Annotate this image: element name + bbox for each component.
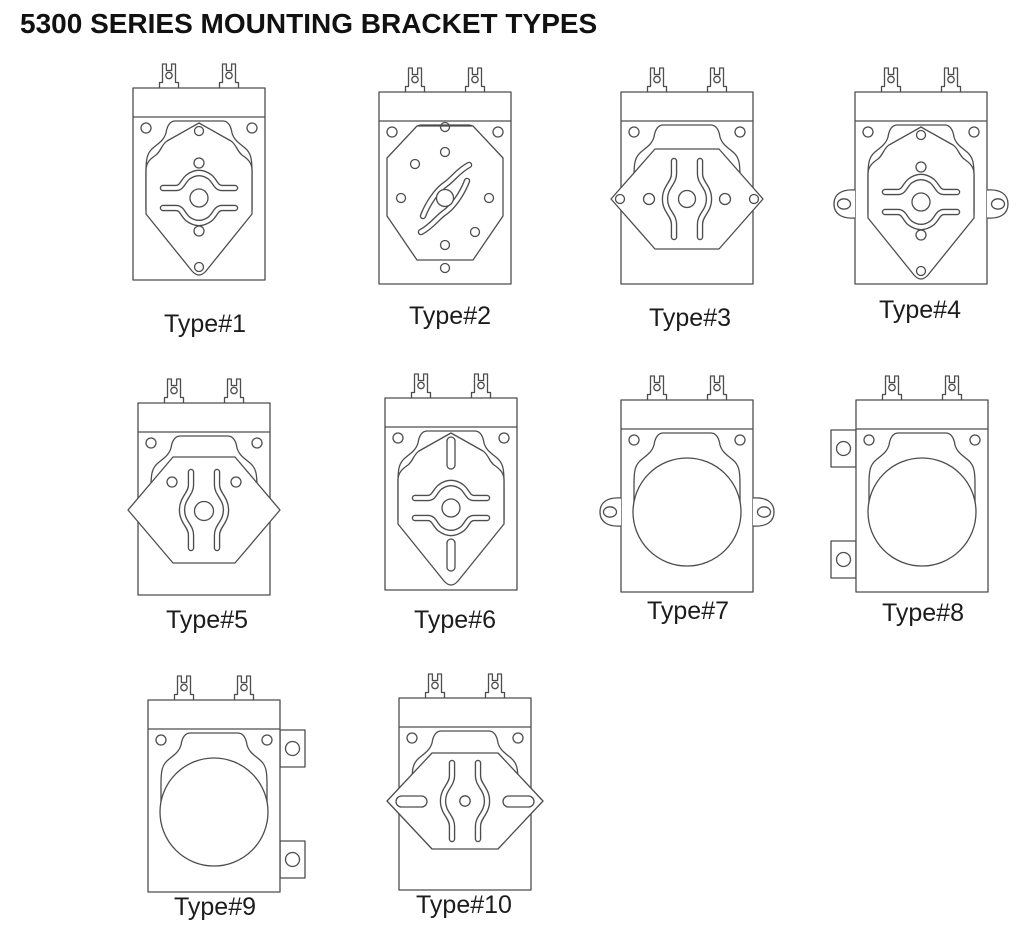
bracket-type-2-figure xyxy=(378,67,512,285)
bracket-type-4-figure xyxy=(833,67,1009,285)
bracket-type-6-figure xyxy=(384,373,518,591)
hexagon-mounting-plate xyxy=(127,456,281,564)
bracket-type-10-figure xyxy=(386,673,544,891)
bracket-type-3-figure xyxy=(610,67,764,285)
bracket-type-7-figure xyxy=(599,375,775,593)
bracket-type-8-label: Type#8 xyxy=(881,599,965,627)
bracket-type-10-label: Type#10 xyxy=(416,891,512,919)
bracket-type-6-label: Type#6 xyxy=(413,606,497,634)
bracket-type-9-label: Type#9 xyxy=(173,893,257,921)
bracket-type-1-label: Type#1 xyxy=(163,310,247,338)
bracket-type-4-label: Type#4 xyxy=(878,296,962,324)
vertical-oblong-slots xyxy=(446,436,456,572)
hexagon-mounting-plate xyxy=(386,752,544,850)
bracket-type-5-figure xyxy=(127,378,281,596)
bracket-type-8-figure xyxy=(830,375,989,593)
hexagon-mounting-plate xyxy=(610,148,764,250)
bracket-type-1-figure xyxy=(132,63,266,281)
bracket-type-5-label: Type#5 xyxy=(165,606,249,634)
bracket-type-9-figure xyxy=(147,675,306,893)
bracket-type-3-label: Type#3 xyxy=(648,304,732,332)
bracket-type-2-label: Type#2 xyxy=(408,302,492,330)
page-title: 5300 SERIES MOUNTING BRACKET TYPES xyxy=(20,8,598,39)
octagon-mounting-plate xyxy=(386,121,504,274)
bracket-type-7-label: Type#7 xyxy=(646,597,730,625)
